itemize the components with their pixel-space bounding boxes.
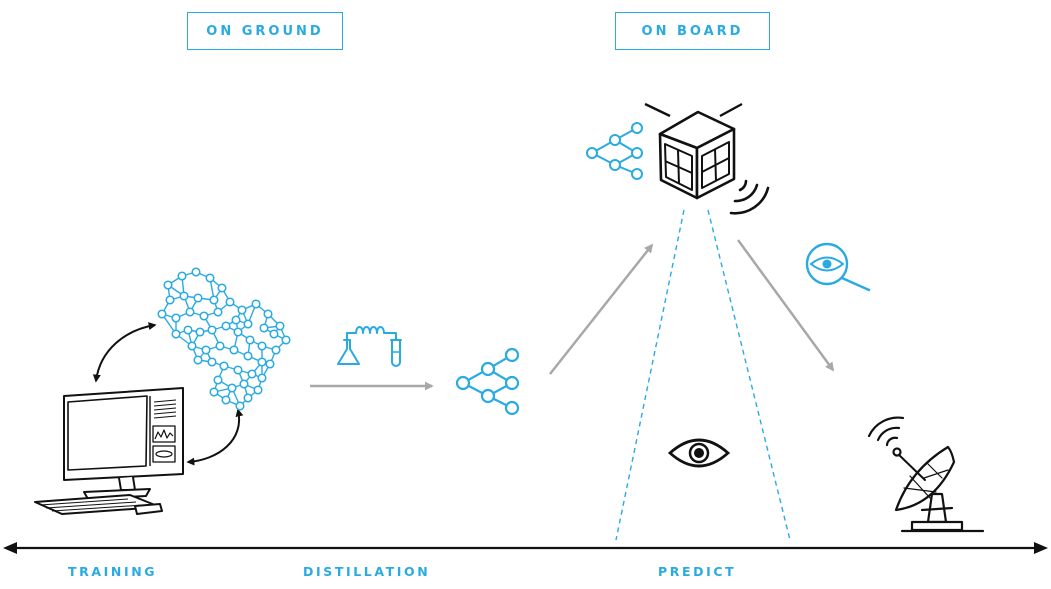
mesh-node [237, 305, 247, 315]
mesh-node [239, 379, 249, 389]
mesh-node [215, 341, 225, 351]
mesh-node [157, 309, 167, 319]
mesh-node [227, 383, 237, 393]
mesh-node [225, 297, 235, 307]
mesh-node [257, 341, 267, 351]
search-eye-icon [805, 242, 871, 292]
mesh-node [207, 357, 217, 367]
mesh-node [205, 273, 215, 283]
mesh-node [187, 341, 197, 351]
mesh-node [201, 345, 211, 355]
onboard-neural-network-icon [586, 122, 643, 180]
mesh-node [221, 395, 231, 405]
downlink-arrow [736, 239, 835, 372]
mesh-node [243, 393, 253, 403]
mesh-node [185, 307, 195, 317]
mesh-node [219, 361, 229, 371]
satellite-signal-icon [729, 179, 770, 215]
mesh-node [253, 385, 263, 395]
ground-station-dish-icon [867, 416, 985, 533]
mesh-node [243, 319, 253, 329]
mesh-node [251, 299, 261, 309]
mesh-node [233, 365, 243, 375]
mesh-node [209, 295, 219, 305]
mesh-node [165, 295, 175, 305]
mesh-node [263, 309, 273, 319]
training-arrows [92, 322, 244, 466]
mesh-node [217, 283, 227, 293]
mesh-node [281, 335, 291, 345]
mesh-node [257, 373, 267, 383]
mesh-node [271, 345, 281, 355]
mesh-node [229, 345, 239, 355]
mesh-node [265, 359, 275, 369]
mesh-node [243, 351, 253, 361]
distillation-apparatus-icon [337, 326, 402, 367]
mesh-node [183, 325, 193, 335]
mesh-node [163, 280, 173, 290]
mesh-node [213, 307, 223, 317]
mesh-node [257, 357, 267, 367]
mesh-node [235, 401, 245, 411]
mesh-node [177, 271, 187, 281]
field-of-view [615, 209, 791, 541]
mesh-node [247, 369, 257, 379]
on-ground-label: ON GROUND [187, 12, 343, 50]
satellite-icon [644, 102, 743, 200]
timeline-axis [3, 542, 1048, 554]
mesh-node [209, 387, 219, 397]
phase-predict-label: PREDICT [658, 564, 737, 579]
mesh-node [259, 323, 269, 333]
phase-training-label: TRAINING [68, 564, 158, 579]
mesh-node [171, 329, 181, 339]
mesh-node [213, 375, 223, 385]
deploy-arrow [549, 243, 654, 375]
mesh-node [233, 327, 243, 337]
phase-distillation-label: DISTILLATION [303, 564, 431, 579]
small-neural-network-icon [455, 347, 520, 416]
mesh-node [179, 291, 189, 301]
large-neural-network-icon [157, 267, 291, 411]
computer-workstation-icon [34, 387, 184, 515]
mesh-node [207, 325, 217, 335]
mesh-node [231, 315, 241, 325]
mesh-node [195, 327, 205, 337]
mesh-node [191, 267, 201, 277]
mesh-node [199, 311, 209, 321]
mesh-node [193, 293, 203, 303]
eye-icon [667, 438, 731, 468]
mesh-node [269, 329, 279, 339]
mesh-node [275, 321, 285, 331]
on-board-label: ON BOARD [615, 12, 770, 50]
mesh-node [245, 335, 255, 345]
mesh-node [193, 355, 203, 365]
mesh-node [221, 321, 231, 331]
mesh-node [171, 313, 181, 323]
